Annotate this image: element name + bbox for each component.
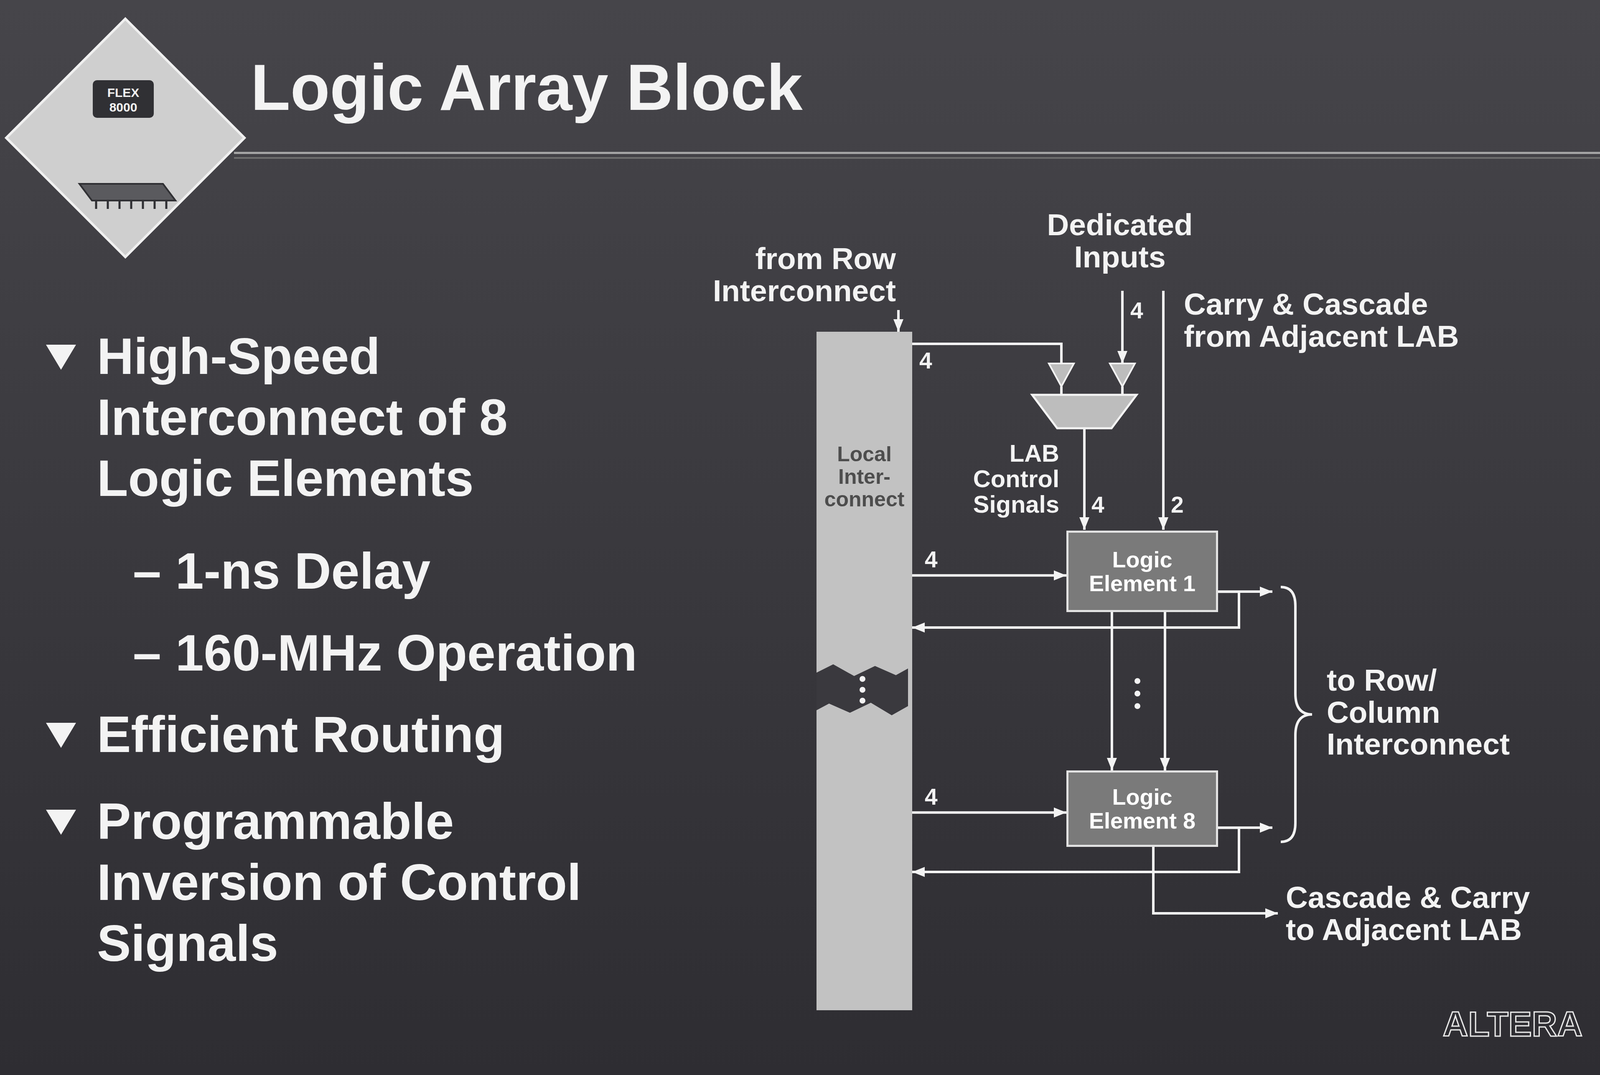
bullet-triangle [45,809,77,835]
signal-connector [912,574,1067,577]
row-input-arrow [897,310,900,332]
logic-element-box: Logic Element 1 [1066,530,1219,613]
signal-connector [1163,612,1167,771]
bullet-text: Programmable Inversion of Control Signal… [96,791,624,975]
control-signal-arrow [1083,428,1086,530]
continuation-dot [859,676,866,682]
company-logo: ALTERA [1433,1004,1593,1044]
signal-label: Carry & Cascade from Adjacent LAB [1183,288,1485,353]
logo-text: FLEX [94,85,153,100]
signal-connector [912,811,1067,814]
sub-bullet-text: – 160-MHz Operation [132,622,718,684]
title-rule [234,152,1600,155]
bullet-text: Efficient Routing [96,704,624,766]
bullet-text: High-Speed Interconnect of 8 Logic Eleme… [96,325,624,509]
signal-label: to Row/ Column Interconnect [1326,664,1528,761]
tristate-buffer [1048,363,1074,387]
node-label: Logic Element 8 [1071,785,1213,833]
signal-label: from Row Interconnect [695,242,896,307]
continuation-dot [859,686,866,693]
interconnect-band: Local Inter- connect [816,331,913,1011]
bullet-triangle [45,344,77,370]
bus-width: 2 [1170,493,1196,518]
logic-element-box: Logic Element 8 [1066,770,1219,848]
signal-label: Cascade & Carry to Adjacent LAB [1285,881,1562,946]
signal-connector [1110,612,1114,771]
bus-width: 4 [1130,298,1156,324]
logo-diamond [6,18,245,257]
node-label: Local Inter- connect [820,442,909,511]
bus-width: 4 [1091,493,1117,518]
signal-label: LAB Control Signals [969,440,1060,518]
bus-width: 4 [924,785,938,810]
bus-width: 4 [919,348,945,374]
continuation-dot [859,697,866,704]
logo-badge [92,80,154,118]
sub-bullet-text: – 1-ns Delay [132,540,718,602]
cascade-carry-out-arrow [1153,847,1278,914]
carry-cascade-in-arrow [1162,290,1165,530]
bullet-triangle [45,722,77,748]
node-label: Logic Element 1 [1071,547,1213,596]
brace [1280,587,1313,842]
chip-symbol [79,183,176,201]
title-rule [234,157,1600,159]
tristate-buffer [1109,363,1135,387]
continuation-dots [1134,678,1141,710]
break-gap [816,664,909,716]
logo-text: 8000 [94,100,153,115]
chip-pins [96,200,167,209]
band-break [816,664,909,716]
slide-title: Logic Array Block [250,52,803,124]
multiplexer [1032,394,1137,429]
bus-width: 4 [924,547,938,573]
signal-label: Dedicated Inputs [1040,208,1200,273]
dedicated-input-arrow [1121,290,1124,364]
